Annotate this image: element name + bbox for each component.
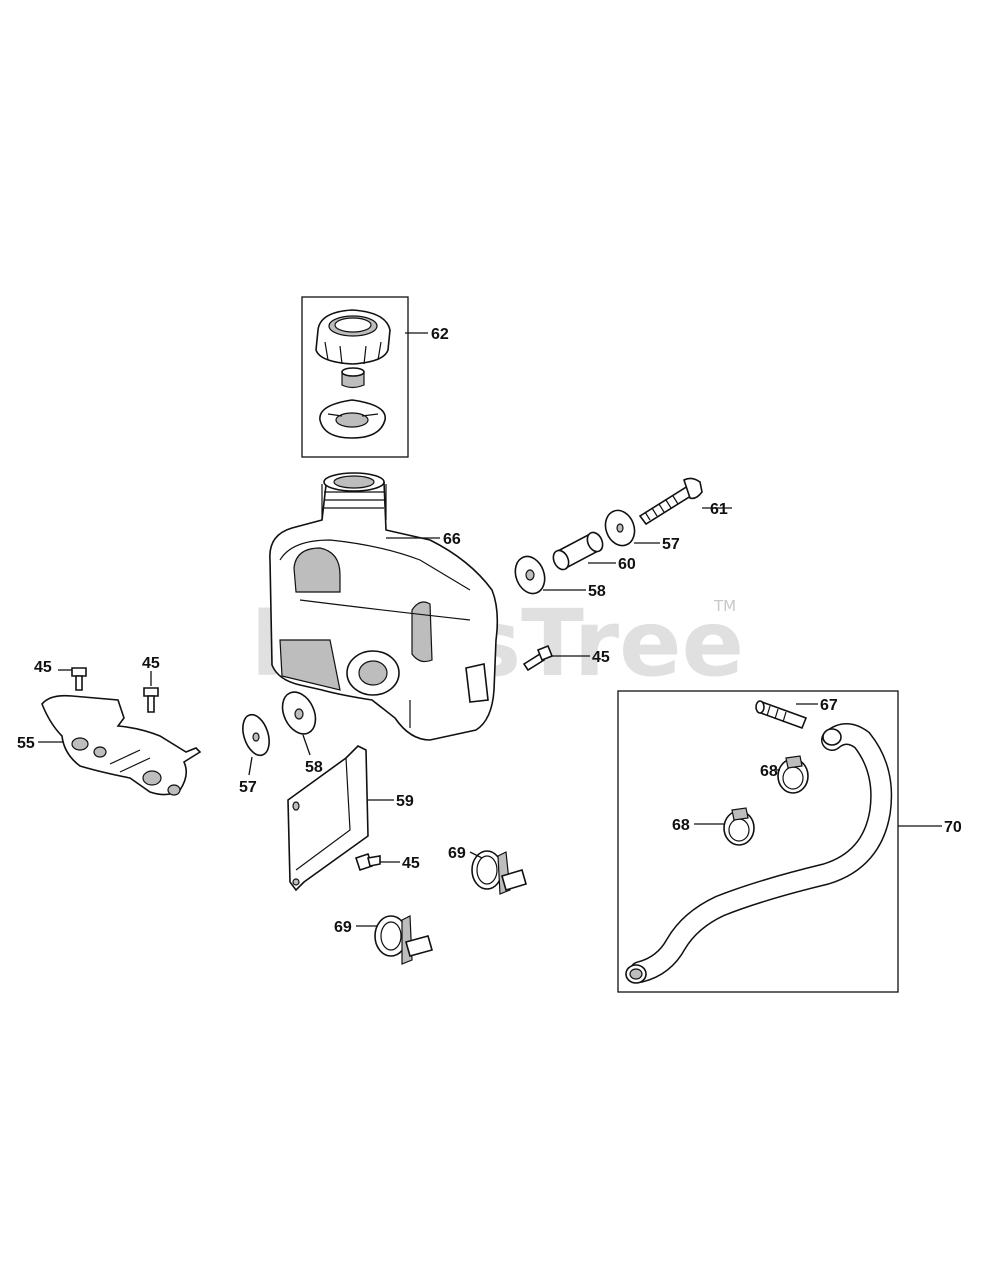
washer-57-left[interactable] (238, 711, 274, 758)
callout-67: 67 (820, 697, 838, 714)
bracket-plate-59[interactable] (287, 745, 369, 892)
fuel-cap-assembly[interactable] (315, 309, 391, 439)
fuel-line-kit-box (617, 690, 899, 993)
watermark-trademark: TM (713, 597, 736, 615)
callout-45-tank: 45 (592, 649, 610, 666)
clamp-69-lower[interactable] (374, 915, 433, 965)
callout-62: 62 (431, 326, 449, 343)
fuel-line-70[interactable] (625, 723, 893, 984)
callout-66: 66 (443, 531, 461, 548)
callout-70: 70 (944, 819, 962, 836)
washer-58-right[interactable] (510, 552, 549, 597)
callout-60: 60 (618, 556, 636, 573)
callout-69-lower: 69 (334, 919, 352, 936)
callout-57-right: 57 (662, 536, 680, 553)
callout-58-left: 58 (305, 759, 323, 776)
clamp-69-upper[interactable] (471, 850, 527, 895)
callout-45-left-b: 45 (142, 655, 160, 672)
screw-45-left-b[interactable] (143, 687, 159, 713)
bracket-55[interactable] (41, 694, 202, 796)
bolt-61[interactable] (638, 477, 703, 526)
callout-45-left-a: 45 (34, 659, 52, 676)
callout-68-upper: 68 (760, 763, 778, 780)
callout-69-upper: 69 (448, 845, 466, 862)
clamp-68-lower[interactable] (723, 807, 755, 846)
screw-45-bracket[interactable] (354, 852, 381, 872)
callout-57-left: 57 (239, 779, 257, 796)
fuel-filter-67[interactable] (755, 700, 808, 730)
callout-45-bracket: 45 (402, 855, 420, 872)
fuel-tank[interactable] (269, 472, 499, 741)
fuel-cap-box (301, 296, 409, 458)
spacer-60[interactable] (550, 530, 605, 572)
washer-58-left[interactable] (276, 687, 322, 740)
callout-55: 55 (17, 735, 35, 752)
callout-68-lower: 68 (672, 817, 690, 834)
callout-58-right: 58 (588, 583, 606, 600)
screw-45-left-a[interactable] (71, 667, 87, 691)
callout-61: 61 (710, 501, 728, 518)
washer-57-right[interactable] (601, 506, 640, 549)
callout-59: 59 (396, 793, 414, 810)
clamp-68-upper[interactable] (777, 755, 809, 794)
